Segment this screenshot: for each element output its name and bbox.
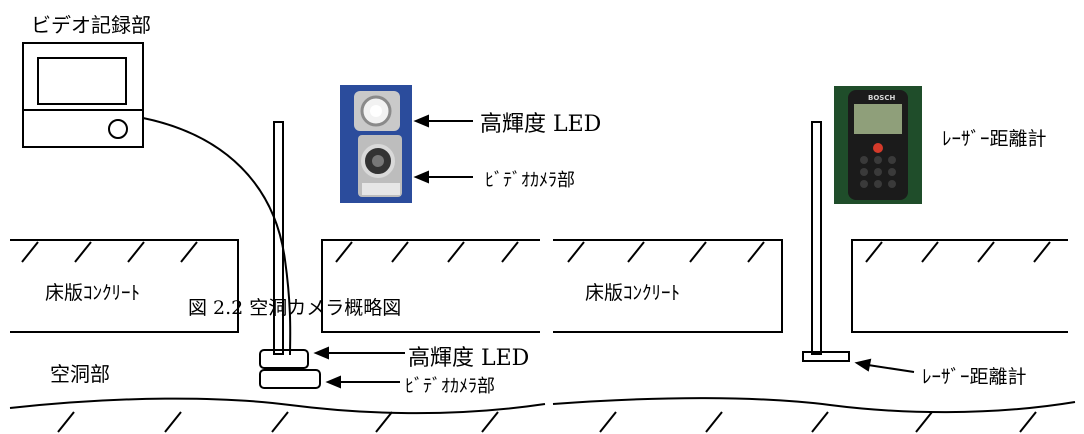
video-recorder-box [22,42,144,148]
slab-label-left: 床版ｺﾝｸﾘｰﾄ [45,282,141,304]
led-label-bottom: 高輝度 LED [408,346,530,371]
laser-head [802,351,850,362]
laser-label-bottom: ﾚｰｻﾞｰ距離計 [922,366,1027,388]
figure-caption: 図 2.2 空洞カメラ概略図 [188,297,402,319]
arrow-camera-top [413,170,429,184]
void-label: 空洞部 [50,362,110,386]
slab-hatching [21,241,1051,263]
slab-right-a [553,239,783,333]
ground-right [552,397,1076,414]
slab-label-right: 床版ｺﾝｸﾘｰﾄ [585,282,681,304]
slab-left-b [321,239,540,333]
led-label-top: 高輝度 LED [480,112,602,137]
device-brand-text: BOSCH [868,94,896,102]
video-recorder-knob [108,119,128,139]
video-recorder-screen [37,57,127,105]
camera-head [259,369,321,389]
camera-pole [273,121,284,355]
slab-left-a [10,239,239,333]
camera-label-top: ﾋﾞﾃﾞｵｶﾒﾗ部 [485,170,575,191]
arrow-led-bottom [313,346,329,360]
laser-pole [811,121,822,355]
arrow-laser-bottom [854,358,872,372]
camera-photo [340,85,412,203]
camera-label-bottom: ﾋﾞﾃﾞｵｶﾒﾗ部 [405,376,495,397]
ground-hatching [57,411,1037,433]
laser-label-top: ﾚｰｻﾞｰ距離計 [942,128,1047,150]
recorder-label: ビデオ記録部 [31,13,151,37]
ground-left [9,397,546,415]
camera-cable [142,117,292,356]
slab-right-b [851,239,1068,333]
laser-device-photo: BOSCH [834,86,922,204]
led-head [259,349,309,369]
arrow-camera-bottom [325,375,341,389]
arrow-led-top [413,114,429,128]
